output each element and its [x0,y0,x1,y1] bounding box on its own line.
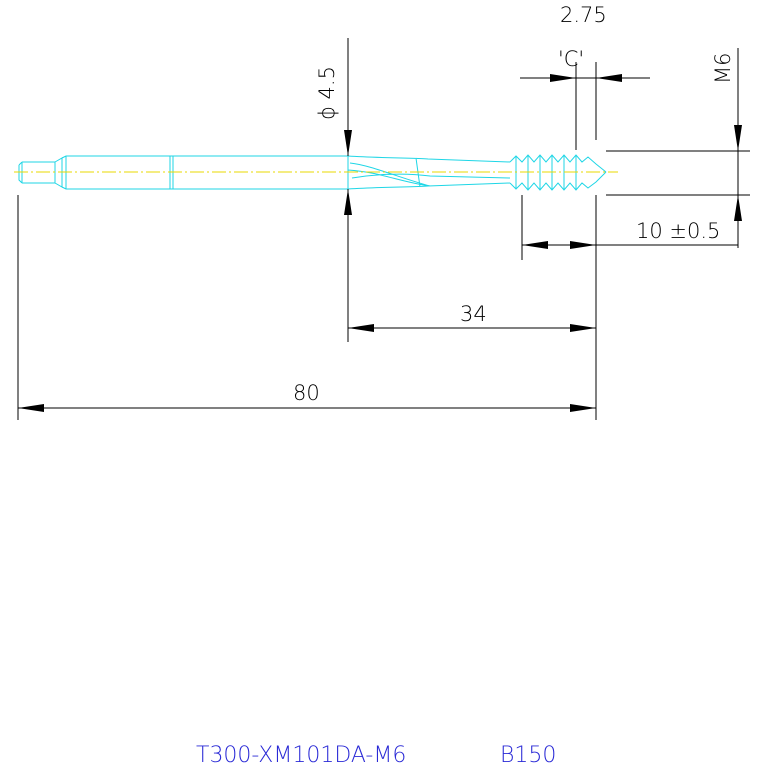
dim-overall-length: 80 [17,195,597,420]
dim-chamfer: 2.75 'C' [520,3,650,150]
chamfer-c-label: 'C' [558,47,584,71]
part-code-caption: B150 [500,743,556,767]
dim-shank-diameter: ϕ 4.5 [315,38,352,242]
chamfer-value-label: 2.75 [560,3,607,27]
dim-flute-length: 34 [347,195,596,342]
thread-size-label: M6 [711,53,735,84]
flute-length-label: 34 [460,302,487,326]
overall-length-label: 80 [293,381,320,405]
thread-length-label: 10 ±0.5 [636,219,720,243]
part-number-caption: T300-XM101DA-M6 [196,743,406,767]
shank-diameter-label: ϕ 4.5 [315,66,339,120]
dim-thread-size: M6 [606,48,750,248]
dim-thread-length: 10 ±0.5 [521,195,738,260]
